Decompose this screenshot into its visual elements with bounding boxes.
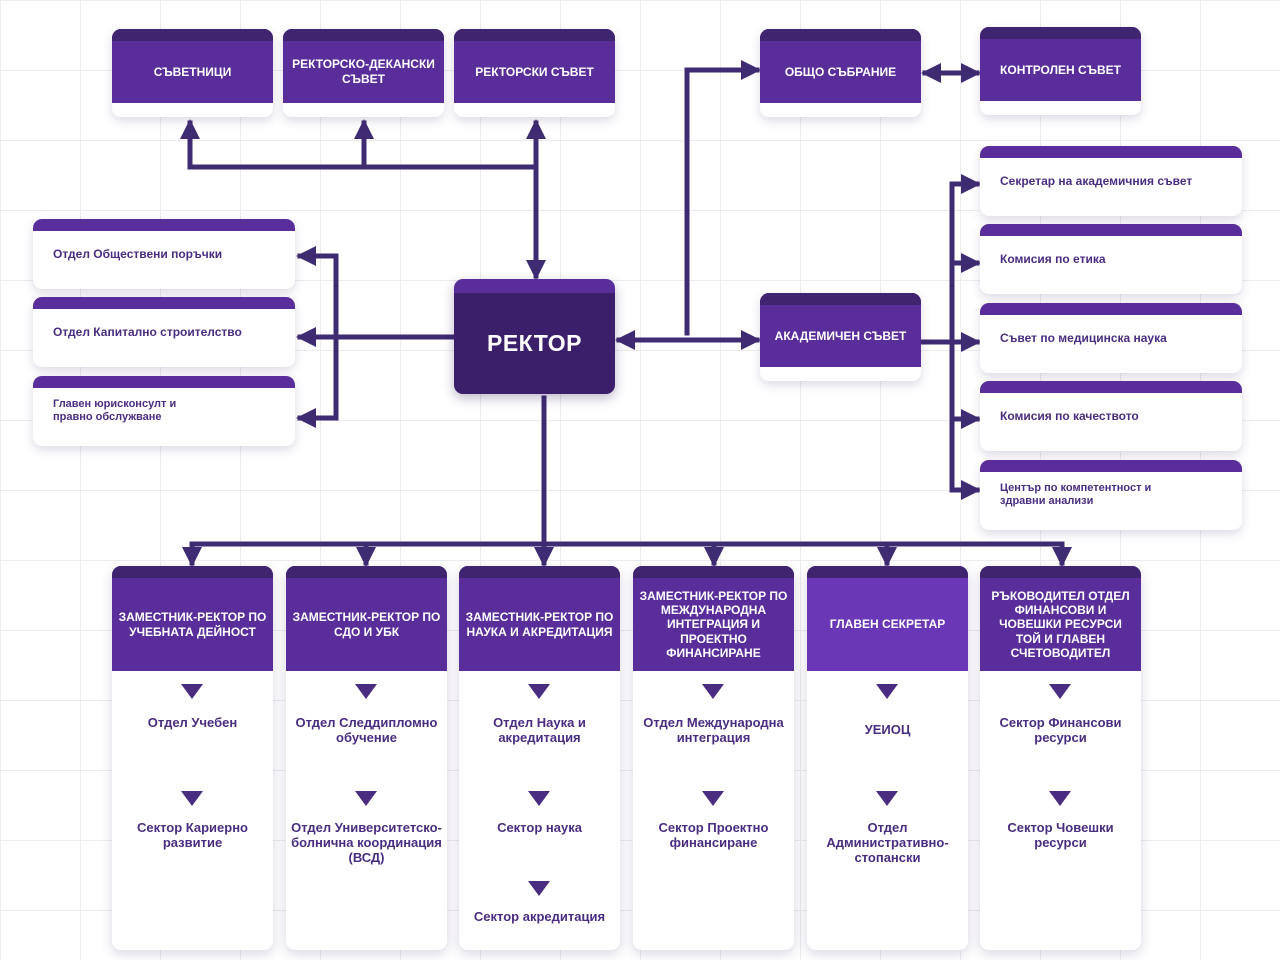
down-arrow-icon [1049, 684, 1071, 699]
column-1: ЗАМЕСТНИК-РЕКТОР ПО УЧЕБНАТА ДЕЙНОСТ Отд… [112, 566, 273, 950]
column-6-item-2: Сектор Човешки ресурси [1007, 820, 1114, 850]
down-arrow-icon [876, 684, 898, 699]
right-unit-3-strip [980, 303, 1242, 315]
column-3-item-3: Сектор акредитация [473, 909, 606, 924]
column-3: ЗАМЕСТНИК-РЕКТОР ПО НАУКА И АКРЕДИТАЦИЯ … [459, 566, 620, 950]
down-arrow-icon [181, 684, 203, 699]
down-arrow-icon [528, 881, 550, 896]
right-unit-5-label: Център по компетентност и здравни анализ… [1000, 481, 1152, 507]
left-unit-1-label: Отдел Обществени поръчки [53, 246, 223, 261]
left-unit-2: Отдел Капитално строителство [33, 297, 295, 367]
column-4: ЗАМЕСТНИК-РЕКТОР ПО МЕЖДУНАРОДНА ИНТЕГРА… [633, 566, 794, 950]
column-4-title: ЗАМЕСТНИК-РЕКТОР ПО МЕЖДУНАРОДНА ИНТЕГРА… [633, 566, 794, 671]
academic-council-label: АКАДЕМИЧЕН СЪВЕТ [760, 293, 921, 367]
down-arrow-icon [355, 791, 377, 806]
right-unit-2: Комисия по етика [980, 224, 1242, 294]
right-unit-2-strip [980, 224, 1242, 236]
rector-box: РЕКТОР [454, 279, 615, 394]
advisors-label: СЪВЕТНИЦИ [112, 29, 273, 103]
advisors-box: СЪВЕТНИЦИ [112, 29, 273, 117]
left-unit-3-label: Главен юрисконсулт и правно обслужване [53, 397, 177, 423]
column-6-title: РЪКОВОДИТЕЛ ОТДЕЛ ФИНАНСОВИ И ЧОВЕШКИ РЕ… [980, 566, 1141, 671]
right-unit-3-label: Съвет по медицинска наука [1000, 330, 1167, 345]
right-unit-4-label: Комисия по качеството [1000, 408, 1139, 423]
column-5-title: ГЛАВЕН СЕКРЕТАР [807, 566, 968, 671]
right-unit-2-label: Комисия по етика [1000, 251, 1106, 266]
left-unit-1-strip [33, 219, 295, 231]
column-4-item-2: Сектор Проектно финансиране [658, 820, 769, 850]
down-arrow-icon [355, 684, 377, 699]
down-arrow-icon [528, 791, 550, 806]
column-3-item-2: Сектор наука [497, 820, 582, 835]
column-5-item-1: УЕИОЦ [864, 722, 911, 737]
right-unit-4: Комисия по качеството [980, 381, 1242, 451]
down-arrow-icon [702, 791, 724, 806]
down-arrow-icon [876, 791, 898, 806]
right-unit-1: Секретар на академичния съвет [980, 146, 1242, 216]
rector-dean-council-box: РЕКТОРСКО-ДЕКАНСКИ СЪВЕТ [283, 29, 444, 117]
right-unit-4-strip [980, 381, 1242, 393]
down-arrow-icon [181, 791, 203, 806]
column-3-title: ЗАМЕСТНИК-РЕКТОР ПО НАУКА И АКРЕДИТАЦИЯ [459, 566, 620, 671]
column-2: ЗАМЕСТНИК-РЕКТОР ПО СДО И УБК Отдел След… [286, 566, 447, 950]
right-unit-1-strip [980, 146, 1242, 158]
right-unit-5: Център по компетентност и здравни анализ… [980, 460, 1242, 530]
down-arrow-icon [1049, 791, 1071, 806]
column-4-item-1: Отдел Международна интеграция [643, 715, 784, 745]
left-unit-3: Главен юрисконсулт и правно обслужване [33, 376, 295, 446]
column-1-item-1: Отдел Учебен [147, 715, 238, 730]
column-2-item-2: Отдел Университетско-болнична координаци… [291, 820, 442, 865]
rector-council-label: РЕКТОРСКИ СЪВЕТ [454, 29, 615, 103]
down-arrow-icon [702, 684, 724, 699]
rector-dean-council-label: РЕКТОРСКО-ДЕКАНСКИ СЪВЕТ [283, 29, 444, 103]
column-2-title: ЗАМЕСТНИК-РЕКТОР ПО СДО И УБК [286, 566, 447, 671]
right-unit-1-label: Секретар на академичния съвет [1000, 173, 1193, 188]
right-unit-5-strip [980, 460, 1242, 472]
general-assembly-label: ОБЩО СЪБРАНИЕ [760, 29, 921, 103]
rector-council-box: РЕКТОРСКИ СЪВЕТ [454, 29, 615, 117]
column-2-item-1: Отдел Следдипломно обучение [295, 715, 438, 745]
left-unit-1: Отдел Обществени поръчки [33, 219, 295, 289]
column-6-item-1: Сектор Финансови ресурси [999, 715, 1122, 745]
academic-council-box: АКАДЕМИЧЕН СЪВЕТ [760, 293, 921, 381]
column-6: РЪКОВОДИТЕЛ ОТДЕЛ ФИНАНСОВИ И ЧОВЕШКИ РЕ… [980, 566, 1141, 950]
column-5-item-2: Отдел Административно-стопански [826, 820, 949, 865]
left-unit-2-label: Отдел Капитално строителство [53, 324, 242, 339]
down-arrow-icon [528, 684, 550, 699]
control-council-label: КОНТРОЛЕН СЪВЕТ [980, 27, 1141, 101]
column-1-item-2: Сектор Кариерно развитие [136, 820, 249, 850]
left-unit-3-strip [33, 376, 295, 388]
column-1-title: ЗАМЕСТНИК-РЕКТОР ПО УЧЕБНАТА ДЕЙНОСТ [112, 566, 273, 671]
control-council-box: КОНТРОЛЕН СЪВЕТ [980, 27, 1141, 115]
column-5: ГЛАВЕН СЕКРЕТАР УЕИОЦ Отдел Администрати… [807, 566, 968, 950]
right-unit-3: Съвет по медицинска наука [980, 303, 1242, 373]
general-assembly-box: ОБЩО СЪБРАНИЕ [760, 29, 921, 117]
column-3-item-1: Отдел Наука и акредитация [493, 715, 586, 745]
left-unit-2-strip [33, 297, 295, 309]
